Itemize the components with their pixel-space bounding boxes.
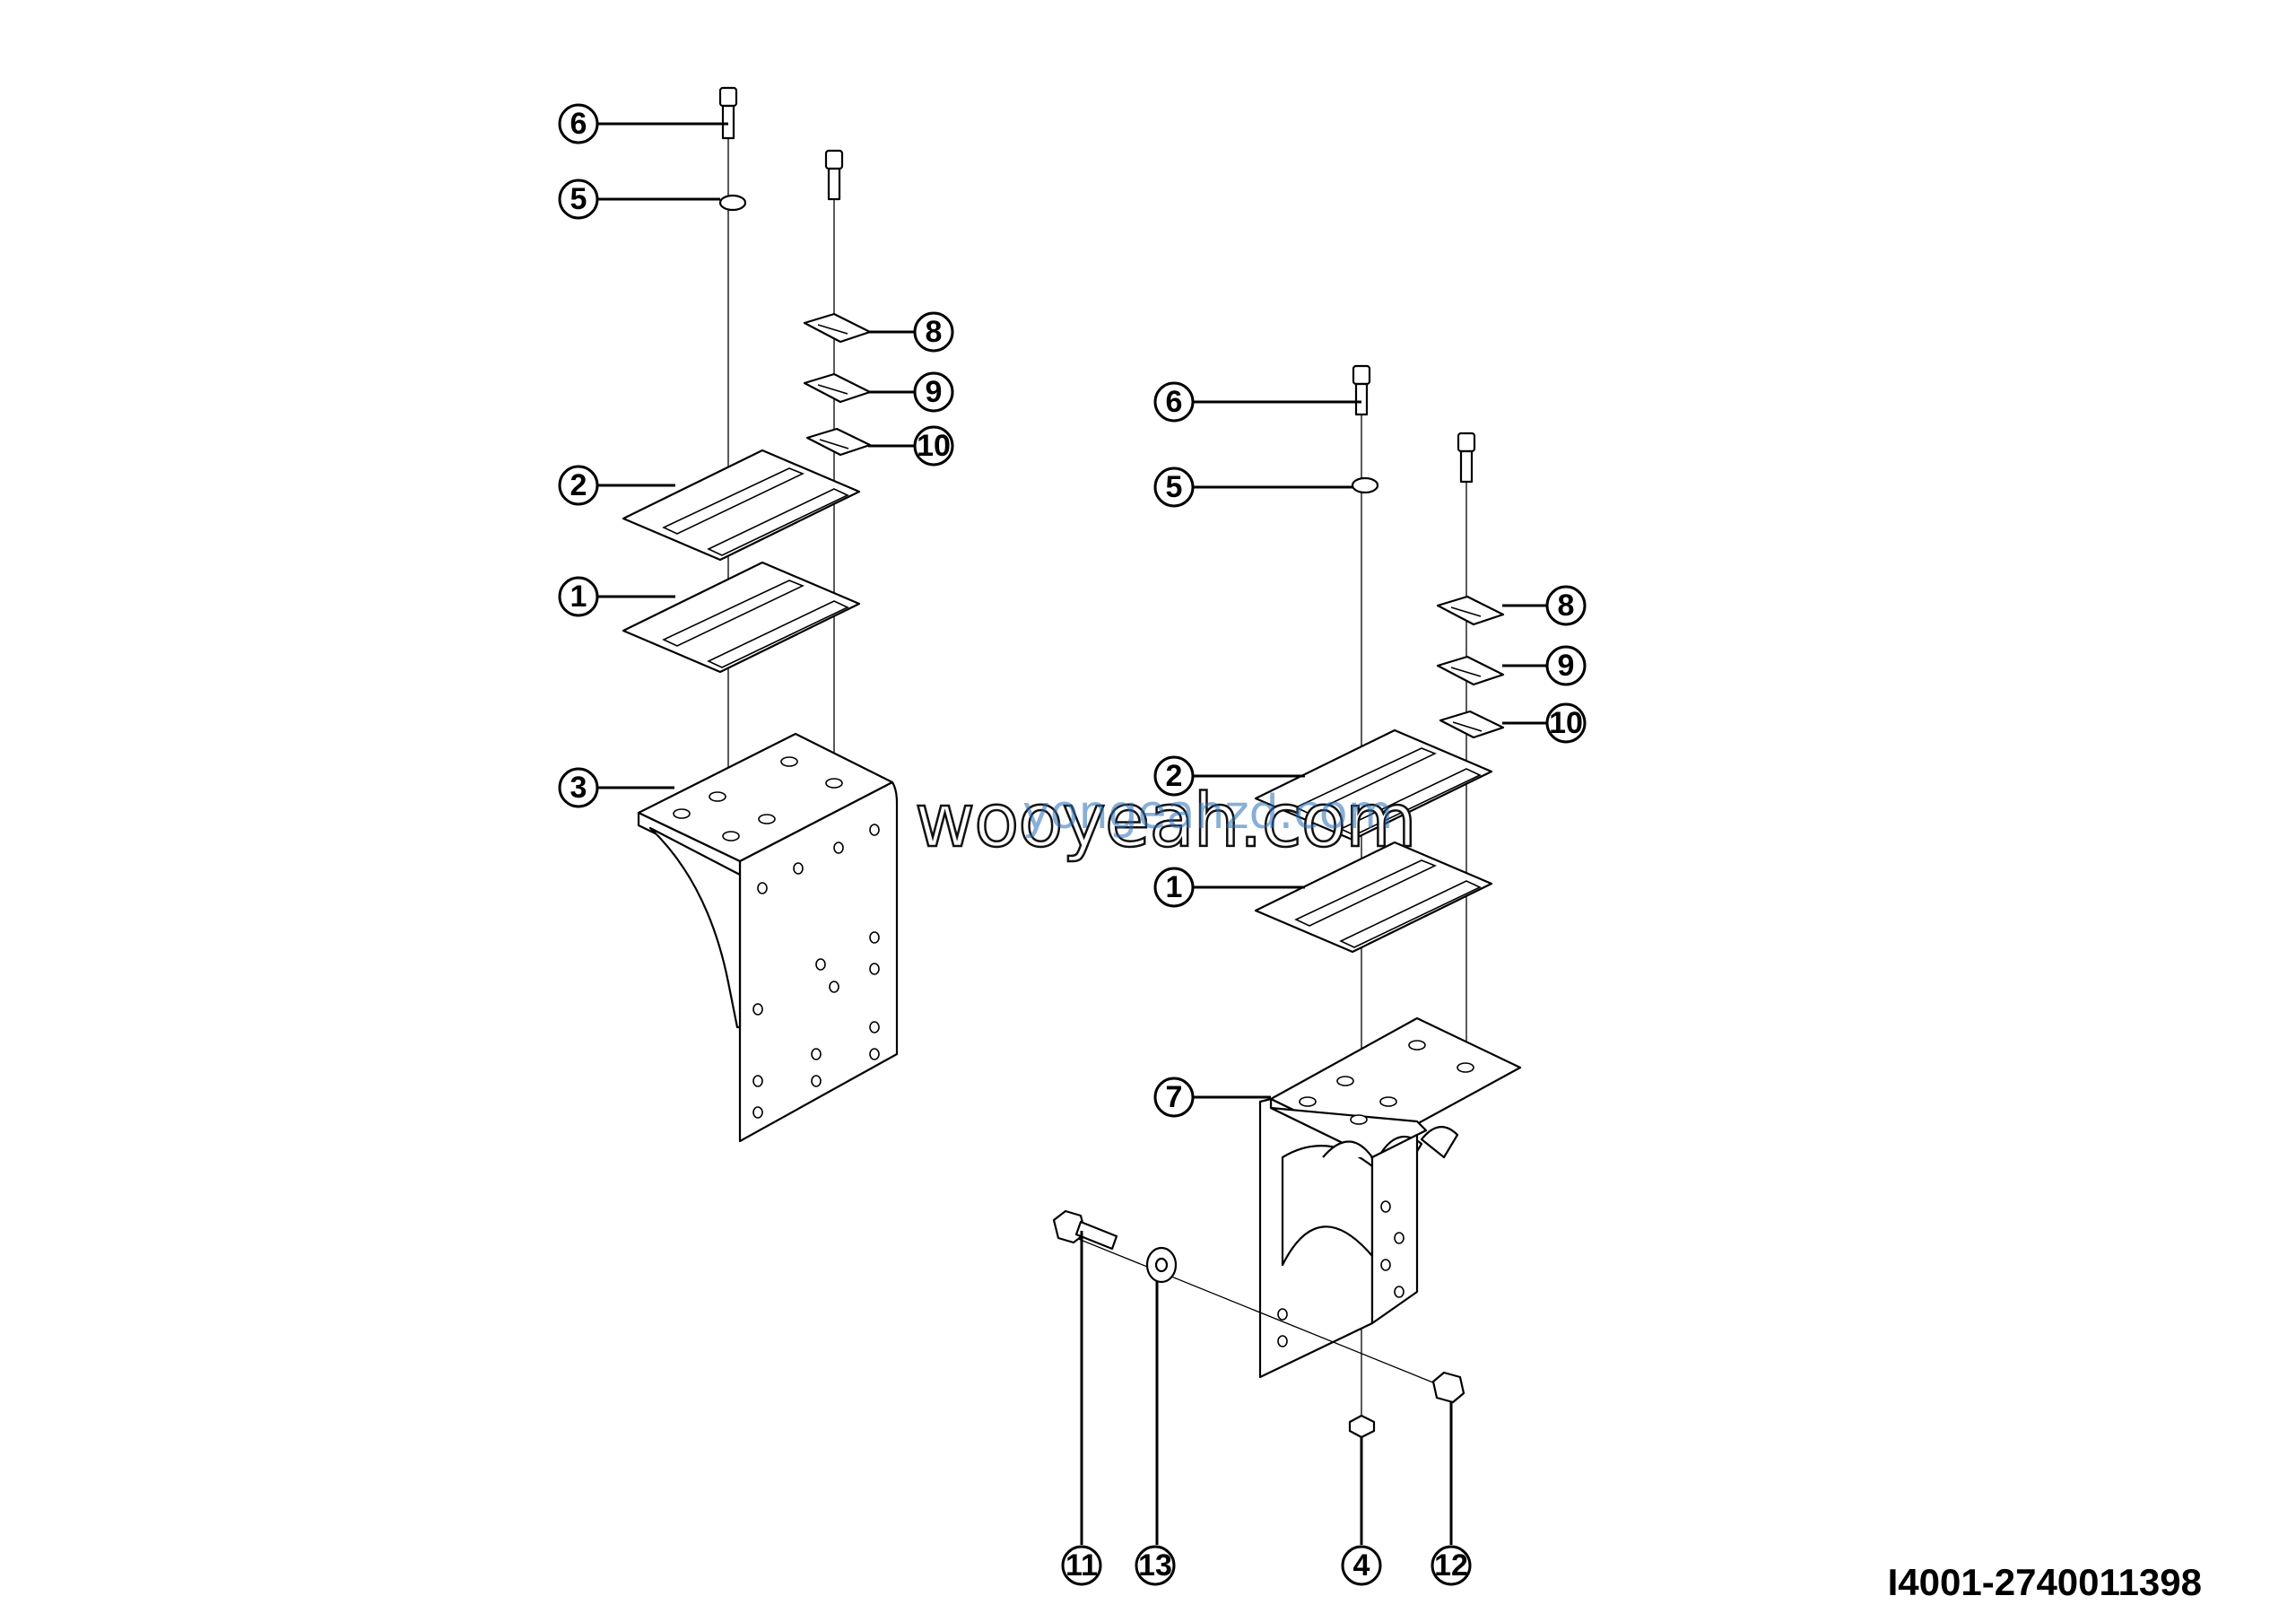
callout-2-left: 2	[558, 465, 599, 506]
callout-11: 11	[1061, 1545, 1102, 1586]
bracket-part-7	[1258, 1016, 1522, 1379]
washer-part-5-right	[1351, 476, 1379, 494]
callout-1-left: 1	[558, 576, 599, 617]
svg-text:2: 2	[570, 468, 587, 502]
callout-8-right: 8	[1545, 585, 1587, 626]
drawing-code-label: I4001-2740011398	[1887, 1561, 2202, 1603]
washer-part-5	[718, 194, 747, 212]
svg-text:7: 7	[1166, 1080, 1183, 1114]
nut-part-4	[1348, 1414, 1376, 1439]
callout-6-left: 6	[558, 103, 599, 144]
callout-10-right: 10	[1545, 702, 1587, 744]
bolt-part-11	[1052, 1209, 1118, 1251]
svg-text:1: 1	[570, 580, 587, 614]
plate-part-2-right	[1254, 728, 1493, 842]
svg-text:5: 5	[1166, 470, 1183, 504]
right-assembly	[1052, 364, 1547, 1545]
shim-part-10	[805, 427, 872, 457]
svg-text:8: 8	[926, 315, 943, 349]
shim-part-10-right	[1439, 710, 1505, 739]
callout-10-left: 10	[913, 425, 954, 467]
callout-5-left: 5	[558, 179, 599, 220]
nut-part-12	[1431, 1371, 1465, 1404]
shim-part-8-right	[1436, 595, 1505, 626]
plate-part-1	[622, 561, 861, 674]
shim-part-9-right	[1436, 655, 1505, 686]
callout-9-left: 9	[913, 371, 954, 413]
left-assembly	[597, 86, 915, 1143]
callout-3: 3	[558, 767, 599, 808]
svg-text:13: 13	[1138, 1548, 1172, 1583]
callout-8-left: 8	[913, 311, 954, 353]
bolt-part-6-right	[1352, 364, 1371, 416]
shim-part-8	[803, 312, 872, 344]
callout-6-right: 6	[1153, 381, 1195, 423]
bolt-part-6b-right	[1457, 432, 1476, 484]
watermark-overlay-text: yongeanzd.com	[1022, 786, 1394, 840]
callouts: 6 5 8 9 10 2 1 3 6 5 8 9 10 2 1 7	[558, 103, 1587, 1586]
svg-text:10: 10	[1549, 706, 1583, 740]
svg-text:2: 2	[1166, 759, 1183, 793]
callout-1-right: 1	[1153, 867, 1195, 908]
callout-9-right: 9	[1545, 645, 1587, 686]
bracket-7-holes	[1277, 1040, 1474, 1347]
callout-5-right: 5	[1153, 467, 1195, 508]
plate-part-2	[622, 449, 861, 562]
svg-text:3: 3	[570, 771, 587, 805]
callout-4: 4	[1341, 1545, 1382, 1586]
svg-text:1: 1	[1166, 870, 1183, 904]
callout-12: 12	[1431, 1545, 1472, 1586]
plate-part-1-right	[1254, 841, 1493, 954]
svg-text:9: 9	[926, 375, 943, 409]
bracket-holes	[673, 756, 880, 1119]
bracket-part-3	[637, 732, 899, 1143]
svg-text:6: 6	[1166, 385, 1183, 419]
bolt-part-6b	[824, 149, 844, 201]
callout-2-right: 2	[1153, 755, 1195, 797]
svg-text:11: 11	[1065, 1548, 1098, 1583]
svg-text:9: 9	[1558, 649, 1575, 683]
bolt-part-6	[718, 86, 738, 140]
svg-text:6: 6	[570, 107, 587, 141]
svg-text:10: 10	[917, 429, 951, 463]
callout-7: 7	[1153, 1077, 1195, 1118]
shim-part-9	[803, 372, 872, 404]
watermark-text: wooyeah.com	[914, 778, 1418, 866]
svg-text:8: 8	[1558, 589, 1575, 623]
callout-13: 13	[1135, 1545, 1176, 1586]
svg-text:4: 4	[1353, 1548, 1370, 1583]
svg-text:5: 5	[570, 182, 587, 216]
svg-text:12: 12	[1434, 1548, 1468, 1583]
